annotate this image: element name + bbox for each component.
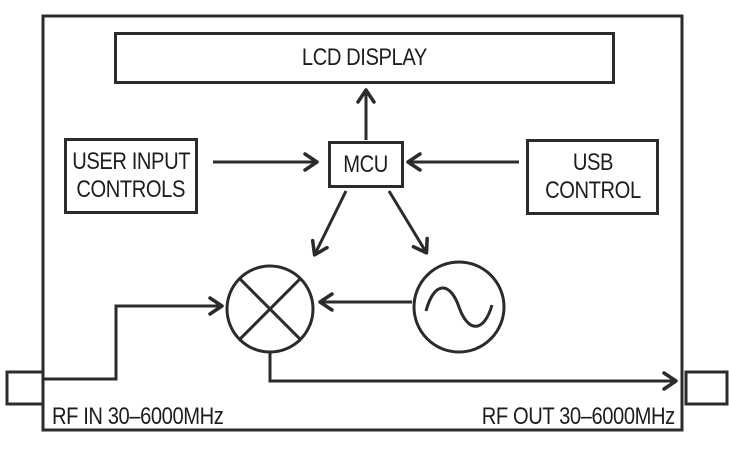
rf-out-label: RF OUT 30–6000MHz [481, 403, 675, 430]
lcd-display-box: LCD DISPLAY [114, 32, 615, 84]
enclosure-border [41, 14, 684, 432]
arrow-mcu-to-oscillator [387, 190, 429, 255]
mcu-label: MCU [343, 150, 389, 178]
user-input-label-line1: USER INPUT [72, 148, 190, 175]
user-input-controls-box: USER INPUT CONTROLS [64, 138, 198, 214]
rf-out-connector [684, 370, 729, 406]
usb-label-line2: CONTROL [544, 177, 641, 204]
rf-in-connector [5, 370, 45, 406]
usb-label-line1: USB [572, 149, 613, 176]
arrow-mixer-to-rf-out [268, 352, 678, 391]
mixer-icon [225, 264, 315, 354]
rf-in-label: RF IN 30–6000MHz [52, 403, 224, 430]
arrow-rf-in-to-mixer [43, 296, 224, 381]
mcu-box: MCU [328, 141, 404, 188]
usb-control-box: USB CONTROL [526, 139, 659, 215]
user-input-label-line2: CONTROLS [76, 176, 186, 203]
arrow-mcu-to-mixer [310, 190, 348, 257]
oscillator-icon [412, 260, 506, 354]
lcd-display-label: LCD DISPLAY [302, 44, 427, 71]
